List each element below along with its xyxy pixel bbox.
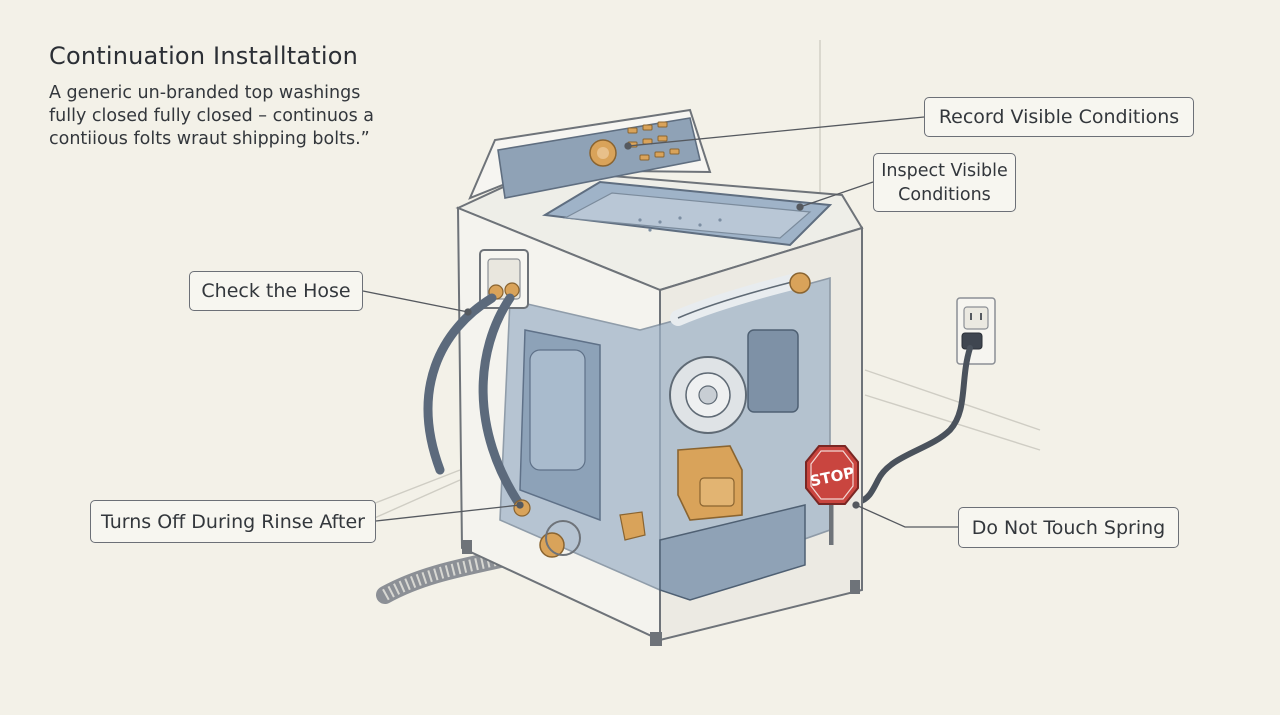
inlet-hoses	[423, 249, 646, 558]
leader-lines	[362, 116, 958, 528]
callout-inspect-line-1: Inspect Visible	[881, 160, 1008, 181]
subtitle-line-1: A generic un-branded top washings	[49, 83, 361, 103]
wall-outlet	[956, 297, 996, 365]
power-cord	[855, 345, 973, 505]
callout-check-the-hose: Check the Hose	[189, 271, 363, 311]
subtitle-block: A generic un-branded top washings fully …	[49, 82, 374, 151]
callout-turns-off-during-rinse: Turns Off During Rinse After	[90, 500, 376, 543]
subtitle-line-3: contiious folts wraut shipping bolts.”	[49, 129, 370, 149]
washer-body	[455, 108, 864, 646]
callout-do-not-touch-spring: Do Not Touch Spring	[958, 507, 1179, 548]
stop-sign: STOP	[805, 445, 859, 545]
callout-record-visible-conditions: Record Visible Conditions	[924, 97, 1194, 137]
subtitle-line-2: fully closed fully closed – continuos a	[49, 106, 375, 126]
page-title: Continuation Installtation	[49, 42, 358, 70]
callout-inspect-line-2: Conditions	[898, 184, 991, 205]
callout-inspect-visible-conditions: Inspect Visible Conditions	[873, 153, 1016, 212]
